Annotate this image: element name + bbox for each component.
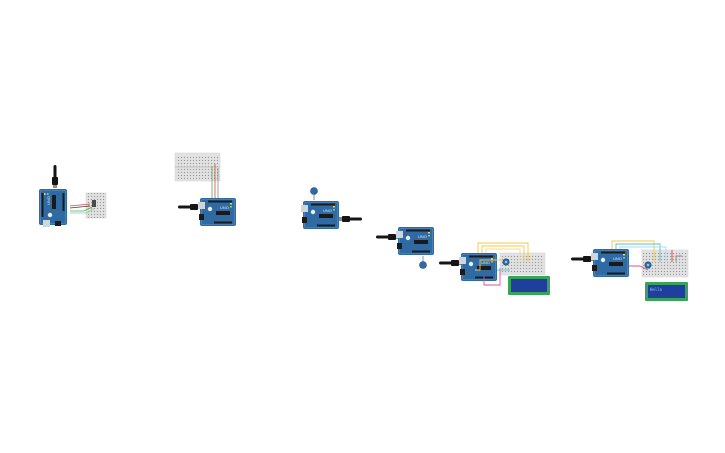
breadboard[interactable] (499, 252, 546, 276)
usb-cable[interactable] (439, 260, 462, 266)
potentiometer[interactable] (502, 258, 510, 266)
circuit-2[interactable] (174, 152, 237, 227)
lcd-display[interactable] (508, 276, 550, 295)
jumper-wires (611, 240, 682, 271)
usb-cable[interactable] (178, 204, 201, 210)
jumper-wires (475, 242, 529, 286)
jumper-wires (69, 203, 95, 214)
arduino-board[interactable] (458, 252, 498, 282)
component-marker[interactable] (310, 187, 318, 201)
mini-breadboard[interactable] (85, 192, 107, 219)
arduino-board[interactable] (38, 188, 68, 228)
arduino-board[interactable] (300, 200, 340, 230)
breadboard[interactable] (174, 152, 221, 182)
potentiometer[interactable] (644, 261, 652, 269)
jumper-wires (211, 164, 219, 200)
arduino-board[interactable] (395, 226, 435, 256)
arduino-board[interactable] (590, 248, 630, 278)
lcd-text: Hello (650, 287, 663, 292)
usb-cable[interactable] (339, 216, 362, 222)
component-marker[interactable] (419, 256, 427, 269)
circuit-3[interactable] (300, 187, 362, 230)
usb-cable[interactable] (376, 234, 399, 240)
arduino-board[interactable] (197, 197, 237, 227)
usb-cable[interactable] (571, 256, 594, 262)
circuit-1[interactable] (38, 165, 107, 228)
lcd-display[interactable]: Hello (645, 282, 688, 301)
usb-cable[interactable] (52, 165, 58, 188)
circuit-4[interactable] (376, 226, 435, 269)
circuit-6[interactable]: Hello (571, 240, 689, 301)
circuit-5[interactable] (439, 242, 550, 295)
